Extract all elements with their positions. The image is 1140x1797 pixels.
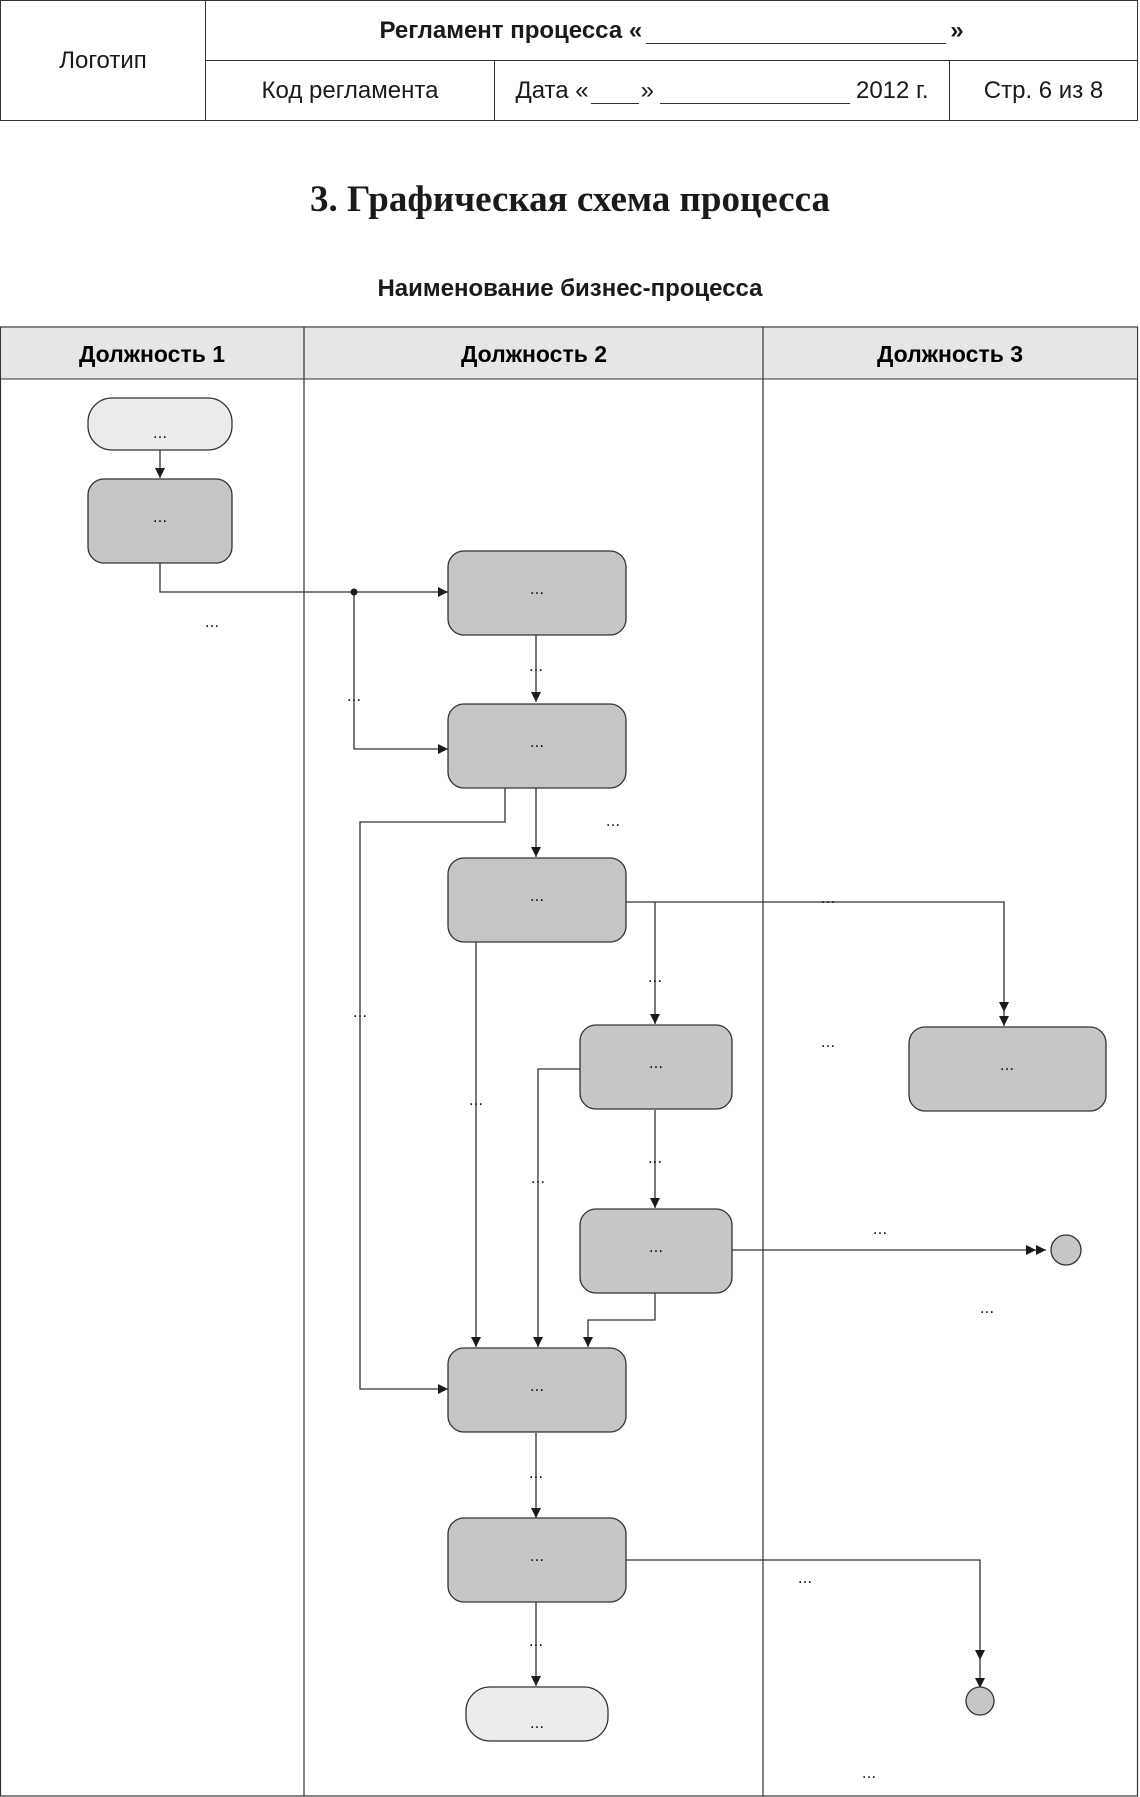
task-2-text: ... — [530, 579, 544, 598]
day-blank — [590, 77, 639, 105]
edge-label: ... — [531, 1168, 545, 1187]
swimlane-frame — [0, 326, 1139, 1797]
logo-placeholder: Логотип — [59, 46, 147, 74]
finish-terminal — [465, 1686, 609, 1742]
task-1 — [87, 478, 233, 564]
document-header-table: Логотип Регламент процесса « » Код регла… — [0, 0, 1138, 121]
date-prefix: Дата « — [515, 76, 589, 104]
edge-task9-to-end — [626, 1559, 985, 1660]
process-name: Наименование бизнес-процесса — [377, 275, 763, 302]
regulation-title-suffix: » — [950, 16, 964, 44]
lane-header-3: Должность 3 — [877, 341, 1023, 367]
regulation-name-blank — [646, 17, 947, 45]
junction-dot — [350, 588, 358, 596]
edge-label: ... — [862, 1763, 876, 1782]
end-event-circle — [965, 1686, 995, 1716]
task-7 — [447, 1347, 627, 1433]
date-year: 2012 г. — [855, 76, 929, 104]
edge-task5-to-task7 — [533, 1068, 580, 1347]
edge-task6-to-task7 — [583, 1293, 656, 1347]
logo-cell: Логотип — [1, 1, 206, 120]
edge-label: ... — [205, 612, 219, 631]
section-title: 3. Графическая схема процесса — [310, 179, 830, 220]
lane-header-1: Должность 1 — [79, 341, 225, 367]
lane-header-band — [1, 328, 1137, 379]
regulation-code-cell: Код регламента — [206, 61, 495, 120]
finish-terminal-text: ... — [530, 1713, 544, 1732]
edge-label: ... — [529, 1463, 543, 1482]
edge-label: ... — [529, 1631, 543, 1650]
task-6 — [579, 1208, 733, 1294]
month-blank — [659, 77, 850, 105]
lane-header-2: Должность 2 — [461, 341, 607, 367]
edge-label: ... — [648, 967, 662, 986]
task-8 — [908, 1026, 1107, 1112]
regulation-title-prefix: Регламент процесса « — [379, 16, 643, 44]
task-3-text: ... — [530, 732, 544, 751]
exit-event-circle — [1050, 1234, 1082, 1266]
task-9 — [447, 1517, 627, 1603]
edge-branch-to-task3 — [353, 592, 448, 754]
task-9-text: ... — [530, 1546, 544, 1565]
task-4 — [447, 857, 627, 943]
date-mid: » — [640, 76, 654, 104]
edge-label: ... — [980, 1298, 994, 1317]
page-number-cell: Стр. 6 из 8 — [950, 61, 1137, 120]
edge-label: ... — [798, 1568, 812, 1587]
task-1-text: ... — [153, 507, 167, 526]
edge-label: ... — [529, 656, 543, 675]
task-4-text: ... — [530, 886, 544, 905]
regulation-title-cell: Регламент процесса « » — [206, 1, 1137, 61]
task-6-text: ... — [649, 1237, 663, 1256]
task-8-text: ... — [1000, 1055, 1014, 1074]
task-7-text: ... — [530, 1376, 544, 1395]
edge-task4-to-task8 — [626, 901, 1009, 1012]
regulation-code-label: Код регламента — [261, 76, 439, 104]
start-terminal-text: ... — [153, 423, 167, 442]
task-2 — [447, 550, 627, 636]
edge-label: ... — [469, 1090, 483, 1109]
date-cell: Дата « » 2012 г. — [495, 61, 950, 120]
task-3 — [447, 703, 627, 789]
edge-label: ... — [821, 888, 835, 907]
edge-task3-to-task7 — [359, 788, 506, 1394]
task-5 — [579, 1024, 733, 1110]
edge-label: ... — [873, 1219, 887, 1238]
edge-label: ... — [648, 1148, 662, 1167]
edge-label: ... — [821, 1032, 835, 1051]
task-5-text: ... — [649, 1053, 663, 1072]
page-number: Стр. 6 из 8 — [983, 76, 1104, 104]
edge-label: ... — [606, 811, 620, 830]
edge-label: ... — [347, 686, 361, 705]
edge-label: ... — [353, 1002, 367, 1021]
start-terminal — [87, 397, 233, 451]
